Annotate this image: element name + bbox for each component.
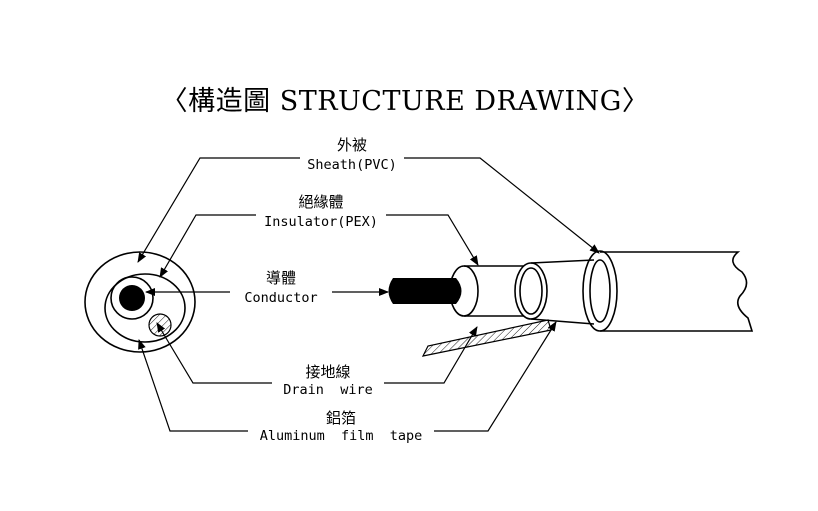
cross-section-conductor: [119, 285, 145, 311]
drain-wire-label-en: Drain wire: [283, 382, 372, 398]
cross-section-drain-wire: [148, 313, 172, 337]
side-conductor: [388, 278, 462, 304]
conductor-label-zh: 導體: [266, 269, 296, 287]
sheath-label-zh: 外被: [337, 136, 367, 154]
drain-wire-label-zh: 接地線: [305, 363, 350, 381]
page-title: 〈構造圖 STRUCTURE DRAWING〉: [161, 86, 650, 117]
cross-section-insulator: [110, 276, 154, 320]
side-aluminum-tape-end: [514, 262, 548, 320]
sheath-label-en: Sheath(PVC): [307, 157, 396, 173]
side-drain-wire: [421, 319, 552, 357]
insulator-label-zh: 絕緣體: [298, 193, 343, 211]
cable-side-view: [388, 250, 754, 357]
cable-cross-section: [84, 251, 196, 353]
aluminum-tape-label-en: Aluminum film tape: [260, 428, 423, 444]
aluminum-tape-label-zh: 鋁箔: [326, 409, 356, 427]
side-sheath-end: [582, 250, 618, 332]
cross-section-sheath: [84, 251, 196, 353]
conductor-label-en: Conductor: [244, 290, 317, 306]
insulator-label-en: Insulator(PEX): [264, 214, 378, 230]
